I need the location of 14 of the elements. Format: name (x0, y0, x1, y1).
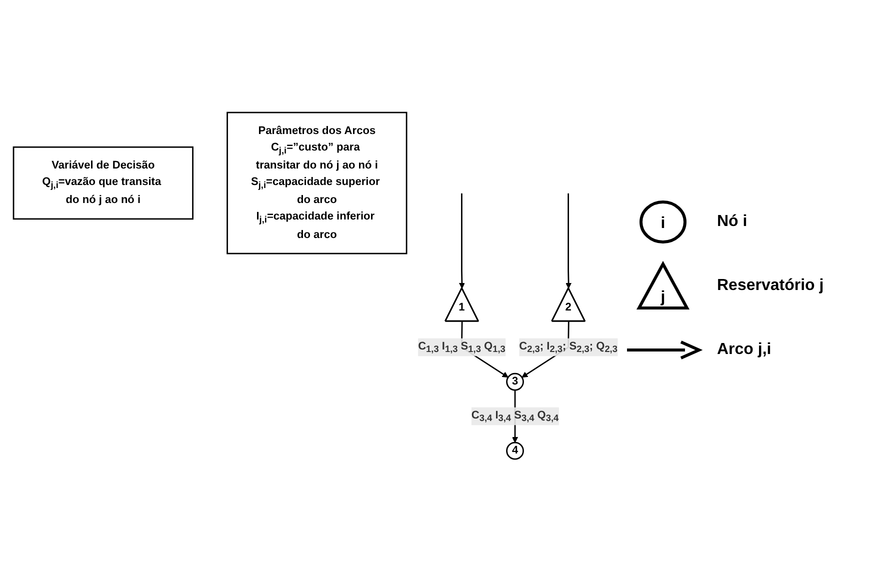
node-circle: 3 (506, 372, 524, 390)
edge-label: C$_{1,3}$ I$_{1,3}$ S$_{1,3}$ Q$_{1,3}$ (418, 340, 506, 354)
arrow (458, 193, 465, 288)
symbol-letter: j (660, 288, 666, 306)
node-circle: 4 (506, 442, 524, 460)
node-box: Parâmetros dos Arcos C$_{j,i}$=”custo” para transitar do nó j ao nó i S$_{j,i}$=capacidade superior do arco I$_{j,i}$=capacidade inferior do arco (226, 112, 408, 254)
node-box: Variável de Decisão Q$_{j,i}$=vazão que transita do nó j ao nó i (12, 146, 194, 220)
edge-label: C$_{2,3}$; I$_{2,3}$; S$_{2,3}$; Q$_{2,3}$ (519, 340, 618, 354)
arrow (566, 193, 572, 288)
legend-text: Reservatório j (717, 276, 824, 294)
symbol-letter: i (660, 214, 666, 232)
edge-label: C$_{3,4}$ I$_{3,4}$ S$_{3,4}$ Q$_{3,4}$ (471, 409, 559, 423)
legend-text: Arco j,i (717, 340, 772, 358)
legend-text: Nó i (717, 212, 748, 230)
